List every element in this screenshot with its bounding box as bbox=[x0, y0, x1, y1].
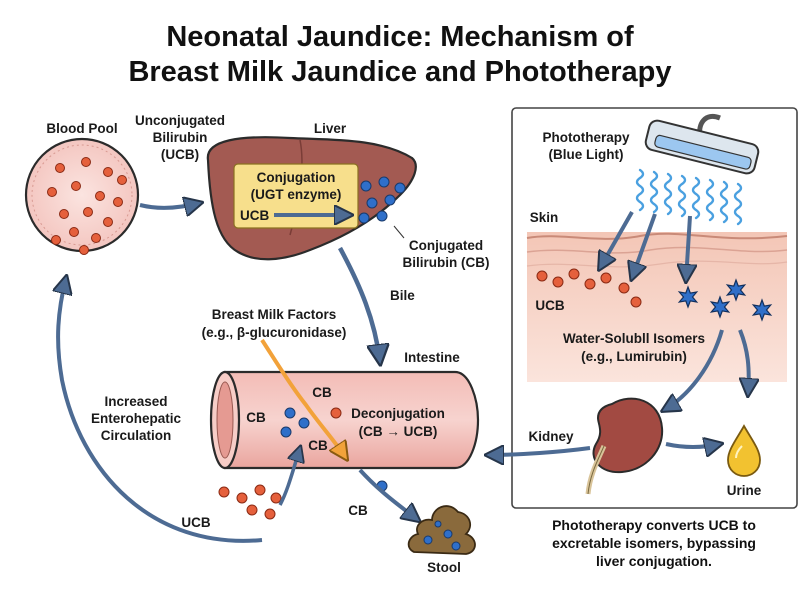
isomers-line1: Water-Solubll Isomers bbox=[563, 331, 705, 346]
isomers-line2: (e.g., Lumirubin) bbox=[581, 349, 687, 364]
blue-light-wave bbox=[719, 180, 729, 224]
caption-line3: liver conjugation. bbox=[596, 553, 712, 569]
isomer-star bbox=[751, 298, 773, 322]
breast-milk-line1: Breast Milk Factors bbox=[212, 307, 337, 322]
blue-light-wave bbox=[649, 170, 659, 214]
isomer-star bbox=[677, 285, 699, 309]
isomer-stars bbox=[677, 278, 773, 322]
intestine-cb-dots bbox=[280, 407, 310, 438]
pool-ucb-dot bbox=[103, 167, 113, 177]
pool-ucb-dot bbox=[51, 235, 61, 245]
enterohepatic-arrow bbox=[58, 278, 263, 543]
blue-light-wave bbox=[677, 174, 687, 218]
breast-milk-arrow bbox=[260, 338, 346, 458]
blue-light-wave bbox=[635, 168, 645, 212]
blood-pool bbox=[24, 137, 140, 255]
ucb-label-line1: Unconjugated bbox=[135, 113, 225, 128]
ucb-reentry-arrow bbox=[278, 448, 300, 506]
liver-ucb-label: UCB bbox=[240, 208, 269, 223]
blue-light-wave bbox=[663, 172, 673, 216]
conjugation-box bbox=[233, 163, 359, 229]
isomer-star bbox=[725, 278, 747, 302]
blue-light-wave bbox=[733, 182, 743, 226]
skin-ucb-label: UCB bbox=[535, 298, 564, 313]
skin-layer bbox=[527, 232, 787, 382]
enterohepatic-line1: Increased bbox=[104, 394, 167, 409]
light-arrow-3 bbox=[686, 215, 690, 280]
pool-ucb-dot bbox=[117, 175, 127, 185]
bottom-ucb-label: UCB bbox=[181, 515, 210, 530]
phototherapy-label-line1: Phototherapy bbox=[542, 130, 629, 145]
intestine-cb-bottom: CB bbox=[308, 438, 328, 453]
urine-drop-icon bbox=[727, 424, 761, 477]
title-line1: Neonatal Jaundice: Mechanism of bbox=[166, 21, 634, 53]
deconjugation-line2: (CB → UCB) bbox=[359, 424, 438, 439]
pool-ucb-dot bbox=[83, 207, 93, 217]
kidney-to-intestine-arrow bbox=[488, 448, 591, 455]
kidney-icon bbox=[585, 397, 664, 495]
bottom-ucb-dots bbox=[218, 484, 282, 520]
stool-label: Stool bbox=[427, 560, 461, 575]
bile-arrow bbox=[338, 246, 380, 362]
bile-label: Bile bbox=[390, 288, 415, 303]
intestine-cb-left: CB bbox=[246, 410, 266, 425]
title-line2: Breast Milk Jaundice and Phototherapy bbox=[128, 56, 671, 88]
liver-label: Liver bbox=[314, 121, 347, 136]
light-arrow-2 bbox=[632, 213, 657, 278]
pool-ucb-dot bbox=[95, 191, 105, 201]
pool-ucb-dot bbox=[79, 245, 89, 255]
phototherapy-label-line2: (Blue Light) bbox=[549, 147, 624, 162]
isomer-to-kidney-arrow bbox=[664, 329, 724, 410]
bottom-cb-label: CB bbox=[348, 503, 368, 518]
pool-to-liver-arrow bbox=[139, 203, 200, 208]
kidney-to-urine-arrow bbox=[665, 444, 720, 447]
light-arrow-1 bbox=[600, 211, 634, 268]
pool-ucb-dot bbox=[59, 209, 69, 219]
liver-cb-dots bbox=[358, 176, 406, 224]
intestine-ucb-dot bbox=[330, 407, 342, 419]
pool-ucb-dot bbox=[103, 217, 113, 227]
isomer-to-urine-arrow bbox=[740, 329, 749, 394]
blue-light-waves bbox=[635, 168, 743, 226]
pool-ucb-dot bbox=[71, 181, 81, 191]
ucb-label-line3: (UCB) bbox=[161, 147, 199, 162]
intestine-label: Intestine bbox=[404, 350, 460, 365]
breast-milk-line2: (e.g., β-glucuronidase) bbox=[202, 325, 347, 340]
pool-ucb-dot bbox=[69, 227, 79, 237]
deconjugation-line1: Deconjugation bbox=[351, 406, 445, 421]
pool-ucb-dot bbox=[81, 157, 91, 167]
pool-ucb-dot bbox=[55, 163, 65, 173]
cb-to-stool-arrow bbox=[358, 468, 418, 520]
conjugation-line2: (UGT enzyme) bbox=[251, 187, 342, 202]
kidney-label: Kidney bbox=[528, 429, 574, 444]
blood-pool-ucb-dots bbox=[47, 157, 127, 255]
pool-ucb-dot bbox=[47, 187, 57, 197]
cb-label-line2: Bilirubin (CB) bbox=[403, 255, 490, 270]
skin-ucb-dots bbox=[536, 268, 642, 308]
stool-icon bbox=[407, 505, 476, 555]
caption-line2: excretable isomers, bypassing bbox=[552, 535, 756, 551]
pool-ucb-dot bbox=[113, 197, 123, 207]
blue-light-wave bbox=[705, 178, 715, 222]
blue-light-wave bbox=[691, 176, 701, 220]
caption-line1: Phototherapy converts UCB to bbox=[552, 517, 756, 533]
isomer-star bbox=[709, 295, 731, 319]
skin-label: Skin bbox=[530, 210, 559, 225]
conjugation-line1: Conjugation bbox=[257, 170, 336, 185]
pool-ucb-dot bbox=[91, 233, 101, 243]
enterohepatic-line2: Enterohepatic bbox=[91, 411, 182, 426]
urine-label: Urine bbox=[727, 483, 762, 498]
phototherapy-lamp-icon bbox=[644, 114, 760, 175]
blood-pool-label: Blood Pool bbox=[46, 121, 117, 136]
intestine-cb-top: CB bbox=[312, 385, 332, 400]
ucb-label-line2: Bilirubin bbox=[153, 130, 208, 145]
cb-label-line1: Conjugated bbox=[409, 238, 483, 253]
enterohepatic-line3: Circulation bbox=[101, 428, 172, 443]
